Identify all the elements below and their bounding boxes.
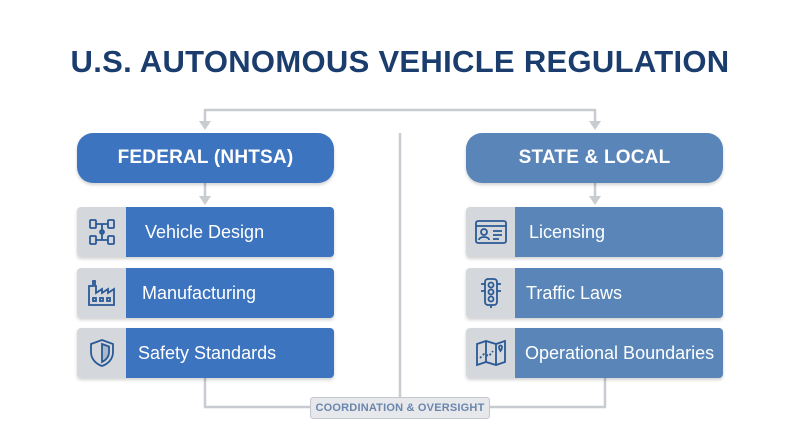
federal-item-vehicle-design: Vehicle Design [77,207,334,257]
state-item-label: Traffic Laws [515,268,723,318]
coordination-badge: COORDINATION & OVERSIGHT [310,397,490,419]
state-header: STATE & LOCAL [466,133,723,183]
id-card-icon [466,207,515,257]
state-item-label: Operational Boundaries [515,328,723,378]
federal-item-label: Safety Standards [126,328,334,378]
state-item-label: Licensing [515,207,723,257]
federal-item-label: Manufacturing [126,268,334,318]
traffic-light-icon [466,268,515,318]
map-icon [466,328,515,378]
factory-icon [77,268,126,318]
chassis-icon [77,207,126,257]
federal-header: FEDERAL (NHTSA) [77,133,334,183]
federal-item-safety-standards: Safety Standards [77,328,334,378]
state-item-licensing: Licensing [466,207,723,257]
federal-item-label: Vehicle Design [126,207,334,257]
federal-item-manufacturing: Manufacturing [77,268,334,318]
state-item-traffic-laws: Traffic Laws [466,268,723,318]
shield-icon [77,328,126,378]
diagram-title: U.S. AUTONOMOUS VEHICLE REGULATION [70,44,730,79]
state-item-operational-boundaries: Operational Boundaries [466,328,723,378]
